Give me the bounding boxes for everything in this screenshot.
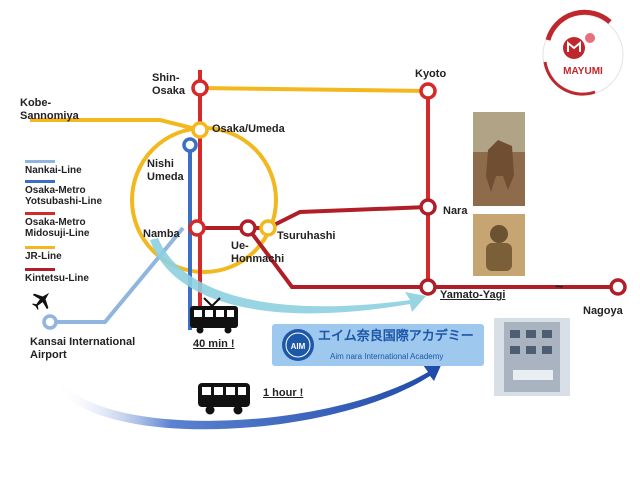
legend-label: Kintetsu-Line — [25, 273, 89, 284]
bus-icon — [198, 383, 250, 415]
station-kyoto[interactable] — [419, 82, 437, 100]
label-namba: Namba — [143, 228, 180, 240]
school-name-jp: エイム奈良国際アカデミー — [318, 329, 474, 344]
airplane-icon — [32, 292, 50, 310]
legend-swatch — [25, 180, 55, 183]
station-nara[interactable] — [419, 198, 437, 216]
deer-photo — [473, 112, 525, 206]
legend-label: Nankai-Line — [25, 165, 82, 176]
kintetsu-osaka-line — [246, 226, 618, 289]
label-kansai-airport: Kansai International Airport — [30, 336, 136, 361]
bus-time-label: 1 hour ! — [263, 387, 304, 399]
legend-item: Kintetsu-Line — [25, 268, 135, 284]
legend-label: JR-Line — [25, 251, 62, 262]
label-nagoya: Nagoya — [583, 305, 623, 317]
legend-item: Osaka-Metro Midosuji-Line — [25, 212, 135, 239]
label-nara: Nara — [443, 205, 468, 217]
station-yamato-yagi[interactable] — [419, 278, 437, 296]
jr-line-kyoto — [199, 86, 429, 93]
station-kansai-airport[interactable] — [42, 314, 58, 330]
label-kyoto: Kyoto — [415, 68, 447, 80]
station-tsuruhashi[interactable] — [259, 219, 277, 237]
legend-swatch — [25, 212, 55, 215]
station-nagoya[interactable] — [609, 278, 627, 296]
legend-item: Osaka-Metro Yotsubashi-Line — [25, 180, 135, 207]
kintetsu-nara-line — [200, 205, 429, 230]
jr-line-kobe — [30, 118, 201, 132]
label-nishi-umeda: Nishi Umeda — [147, 158, 184, 183]
label-shin-osaka: Shin- Osaka — [152, 72, 186, 97]
brand-name: MAYUMI — [563, 66, 603, 77]
label-ue-honmachi: Ue- Honmachi — [231, 240, 285, 265]
legend-label: Osaka-Metro Midosuji-Line — [25, 217, 90, 239]
station-namba[interactable] — [188, 219, 206, 237]
station-ue-honmachi[interactable] — [239, 219, 257, 237]
legend-swatch — [25, 246, 55, 249]
legend-swatch — [25, 160, 55, 163]
school-name-en: Aim nara International Academy — [330, 352, 444, 361]
label-tsuruhashi: Tsuruhashi — [277, 230, 336, 242]
station-osaka-umeda[interactable] — [191, 121, 209, 139]
train-icon — [190, 297, 238, 334]
label-kobe-sannomiya: Kobe- Sannomiya — [20, 97, 79, 122]
legend-item: Nankai-Line — [25, 160, 135, 176]
school-banner — [272, 324, 484, 366]
nankai-line — [50, 226, 185, 324]
legend-item: JR-Line — [25, 246, 135, 262]
label-osaka-umeda: Osaka/Umeda — [212, 123, 285, 135]
train-route-arrow — [150, 238, 426, 314]
legend-swatch — [25, 268, 55, 271]
buddha-photo — [473, 214, 525, 276]
school-building-photo — [494, 318, 570, 396]
tilde-symbol: ~ — [555, 278, 564, 294]
legend-label: Osaka-Metro Yotsubashi-Line — [25, 185, 103, 207]
school-badge-text: AIM — [290, 342, 306, 351]
mayumi-logo — [542, 9, 624, 96]
train-time-label: 40 min ! — [193, 338, 235, 350]
label-yamato-yagi: Yamato-Yagi — [440, 289, 506, 301]
station-shin-osaka[interactable] — [191, 79, 209, 97]
station-nishi-umeda[interactable] — [182, 137, 198, 153]
